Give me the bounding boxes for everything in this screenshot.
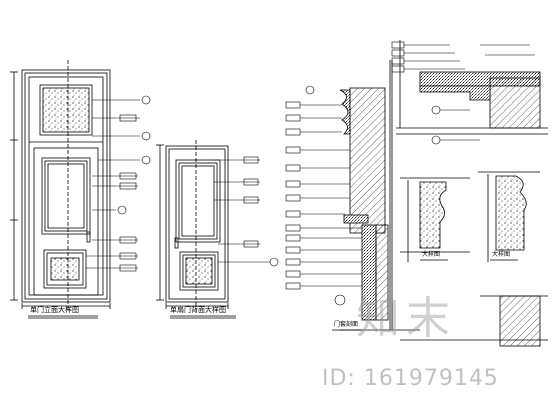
door-b-elevation (156, 140, 229, 310)
top-plan-detail (396, 40, 548, 135)
watermark-id: ID: 161979145 (322, 366, 499, 391)
title-underlines (28, 259, 518, 331)
section-title: 门套剖面 (334, 321, 359, 328)
section-leaders (285, 85, 362, 306)
top-plan-leaders (391, 41, 535, 145)
detail-1-title: 大样图 (422, 251, 441, 258)
moulding-profile-2 (478, 171, 540, 262)
door-b-title: 单扇门背面大样图 (170, 306, 226, 314)
detail-2-title: 大样图 (492, 251, 511, 258)
door-b-leaders (214, 156, 279, 267)
watermark-brand: 知末 (356, 293, 456, 344)
door-a-leaders (86, 95, 151, 272)
door-a-title: 单门立面大样图 (30, 306, 79, 314)
moulding-profile-1 (400, 177, 470, 262)
bottom-detail (400, 295, 548, 347)
door-a-elevation (10, 60, 111, 310)
